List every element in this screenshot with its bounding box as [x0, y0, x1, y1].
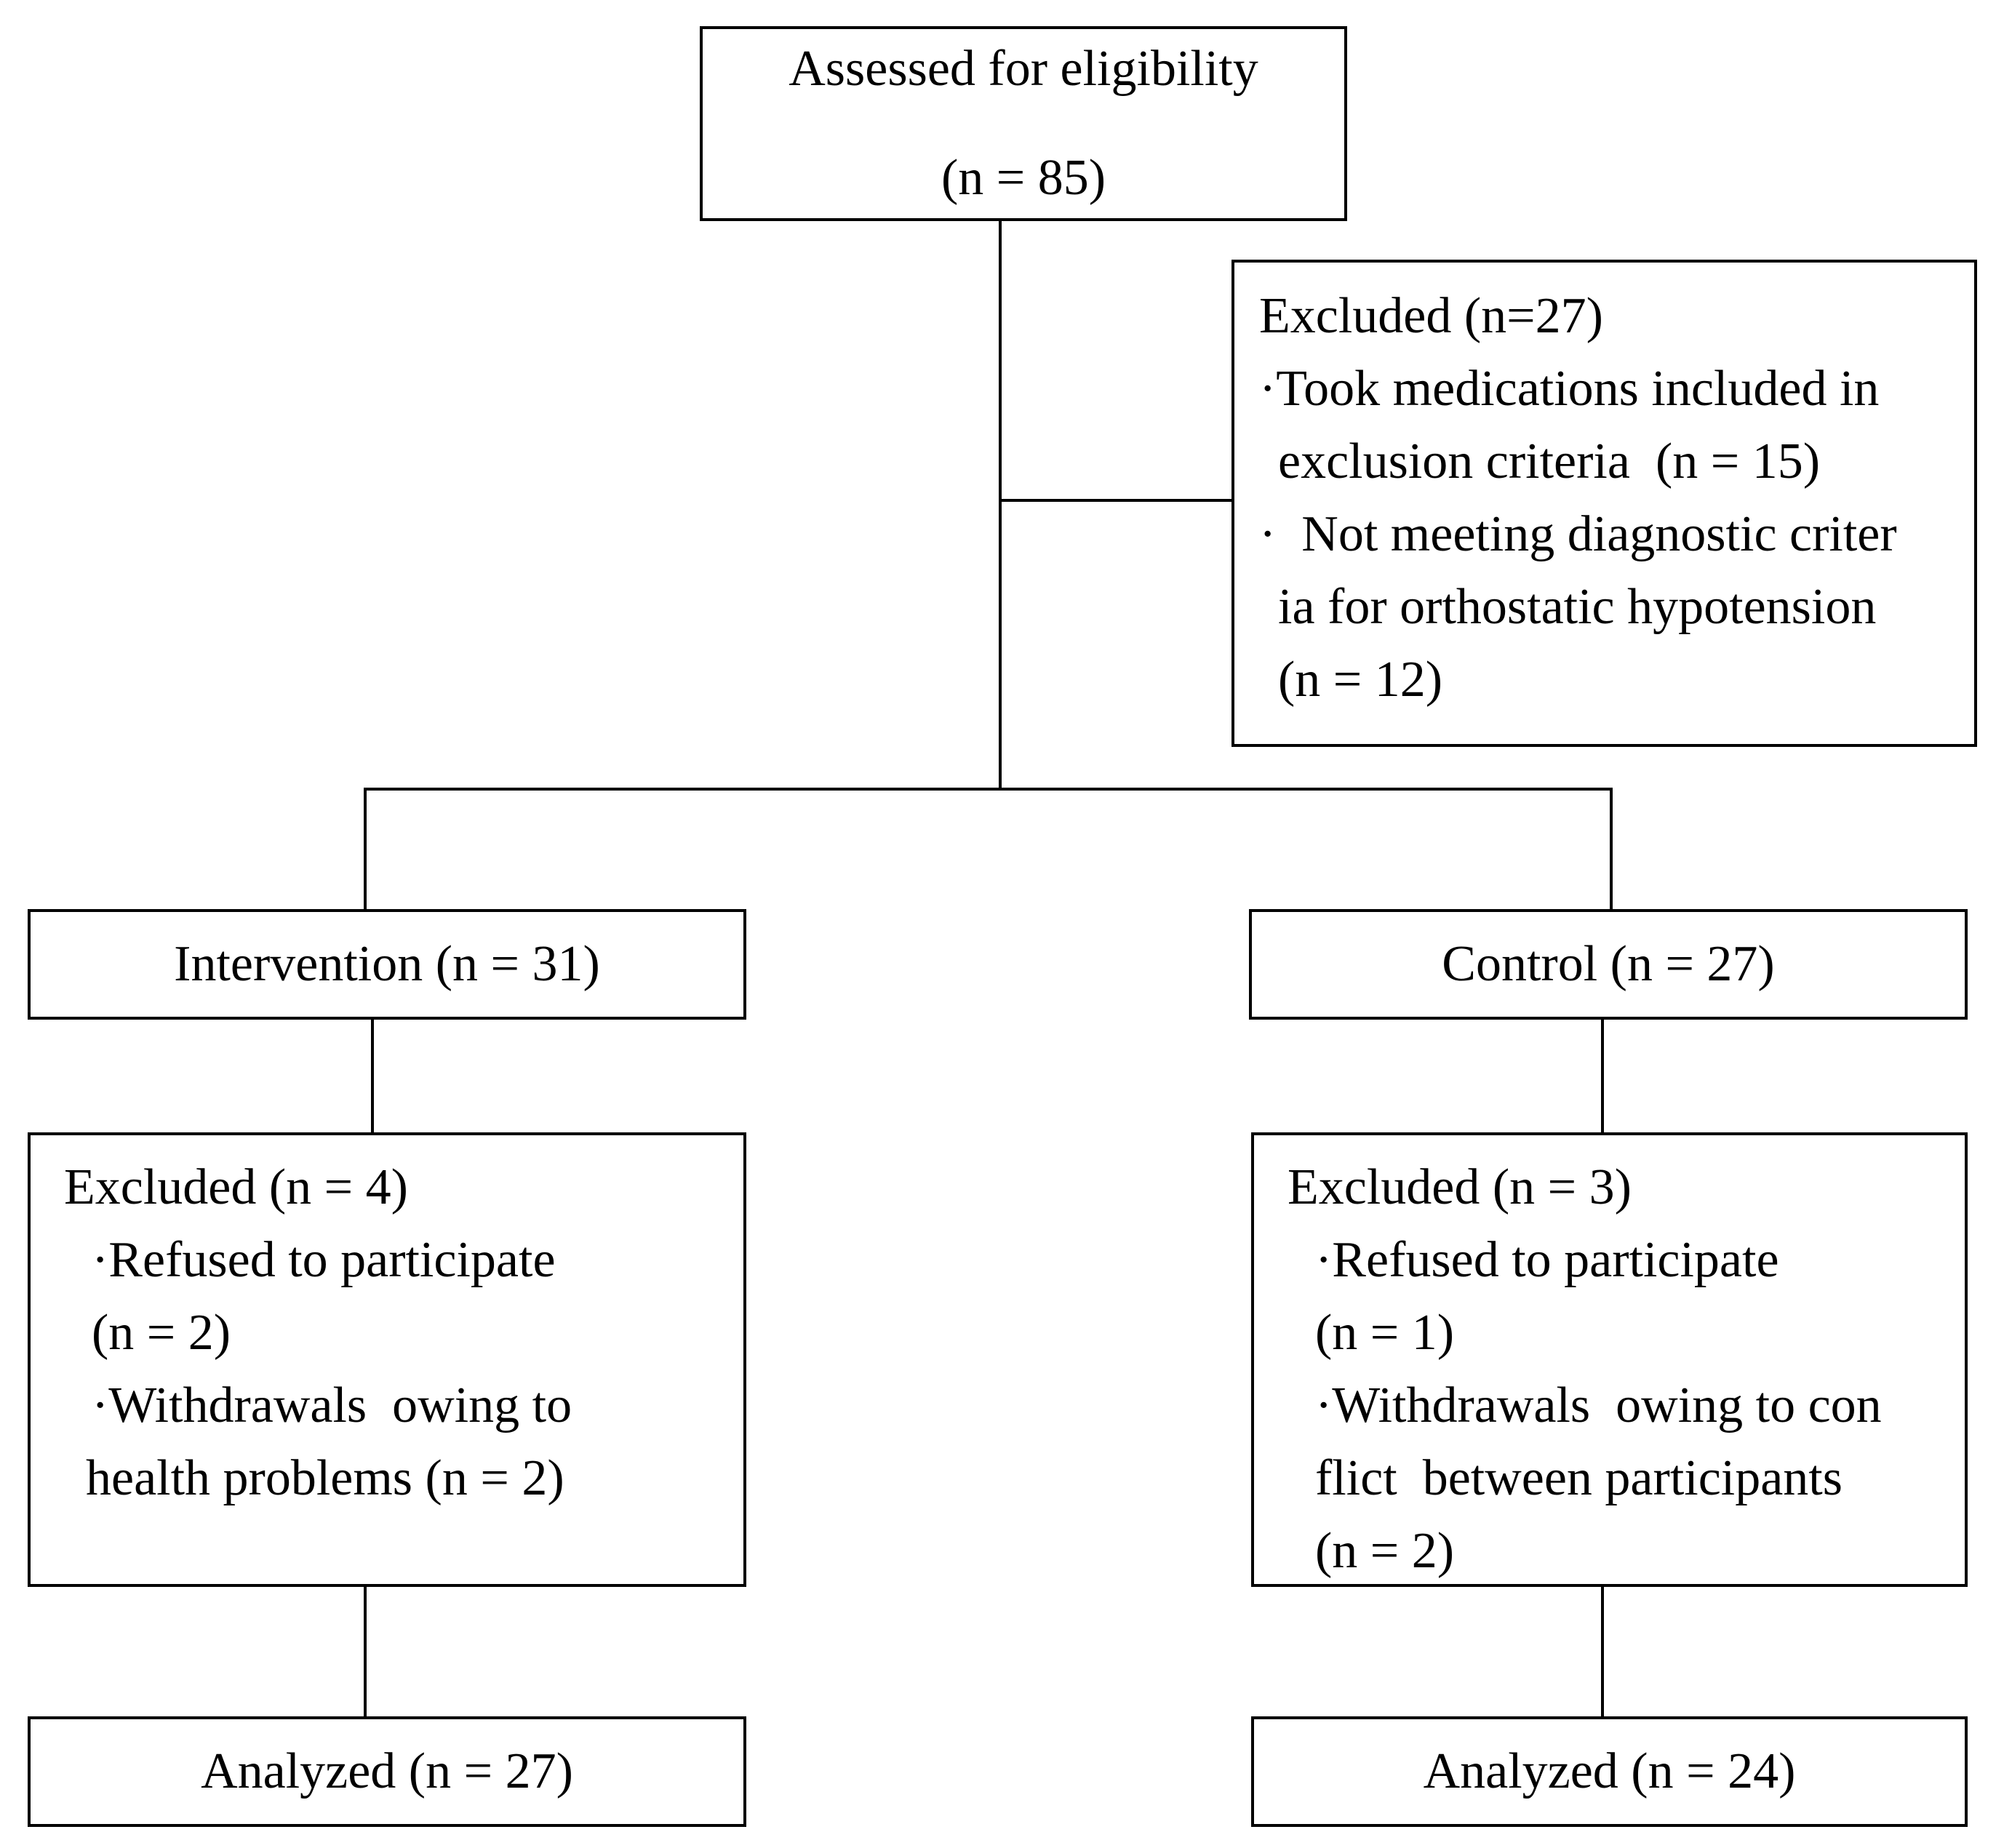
excluded-control-reason-2-count: (n = 2) [1315, 1523, 1455, 1579]
excluded-intervention-reason-2-cont: health problems (n = 2) [86, 1450, 564, 1506]
excluded-control-box: Excluded (n = 3) ·Refused to participate… [1251, 1132, 1968, 1587]
intervention-label: Intervention (n = 31) [174, 936, 600, 992]
analyzed-control-box: Analyzed (n = 24) [1251, 1716, 1968, 1827]
excluded-intervention-reason-1-count: (n = 2) [92, 1305, 231, 1361]
assessed-count: (n = 85) [941, 150, 1106, 206]
excluded-top-reason-1-cont: exclusion criteria (n = 15) [1278, 433, 1821, 489]
excluded-top-heading: Excluded (n=27) [1259, 288, 1603, 344]
analyzed-control-label: Analyzed (n = 24) [1423, 1743, 1796, 1799]
excluded-top-reason-1: ·Took medications included in [1259, 361, 1880, 417]
excluded-control-heading: Excluded (n = 3) [1288, 1159, 1632, 1215]
assessed-title: Assessed for eligibility [789, 41, 1258, 97]
excluded-top-reason-2-cont: ia for orthostatic hypotension [1278, 579, 1877, 635]
assessed-box: Assessed for eligibility (n = 85) [700, 26, 1347, 221]
excluded-intervention-reason-2: ·Withdrawals owing to [92, 1377, 572, 1433]
excluded-control-reason-2-cont: flict between participants [1315, 1450, 1843, 1506]
analyzed-intervention-box: Analyzed (n = 27) [28, 1716, 746, 1827]
excluded-intervention-box: Excluded (n = 4) ·Refused to participate… [28, 1132, 746, 1587]
control-box: Control (n = 27) [1249, 909, 1968, 1020]
analyzed-intervention-label: Analyzed (n = 27) [201, 1743, 573, 1799]
excluded-control-reason-2: ·Withdrawals owing to con [1315, 1377, 1882, 1433]
excluded-top-reason-2-count: (n = 12) [1278, 652, 1443, 708]
intervention-box: Intervention (n = 31) [28, 909, 746, 1020]
excluded-top-reason-2: · Not meeting diagnostic criter [1259, 506, 1897, 562]
excluded-intervention-heading: Excluded (n = 4) [64, 1159, 408, 1215]
excluded-control-reason-1: ·Refused to participate [1315, 1232, 1779, 1288]
excluded-top-box: Excluded (n=27) ·Took medications includ… [1231, 260, 1977, 747]
excluded-intervention-reason-1: ·Refused to participate [92, 1232, 556, 1288]
control-label: Control (n = 27) [1442, 936, 1775, 992]
excluded-control-reason-1-count: (n = 1) [1315, 1305, 1455, 1361]
